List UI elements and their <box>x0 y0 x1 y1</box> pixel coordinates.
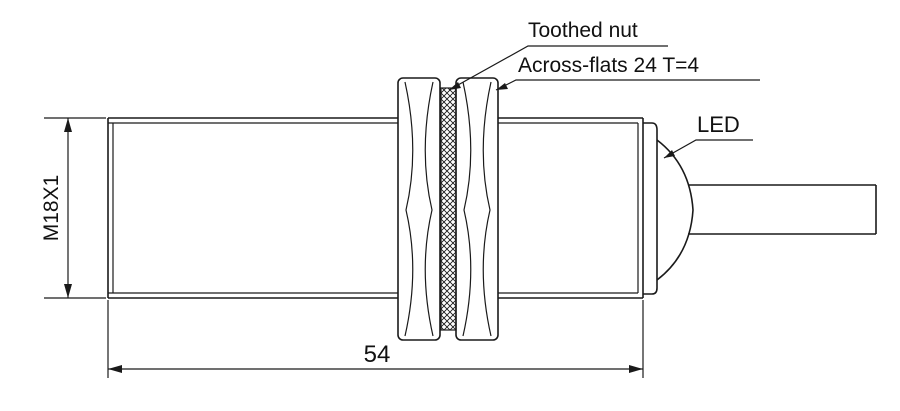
thread-dimension <box>44 117 106 299</box>
toothed-nut-label: Toothed nut <box>528 19 638 42</box>
sensor-body <box>107 117 658 299</box>
led-label: LED <box>697 112 740 137</box>
toothed-nut <box>440 87 457 331</box>
right-nut <box>455 77 499 341</box>
cable <box>688 184 877 235</box>
across-flats-label: Across-flats 24 T=4 <box>518 54 699 77</box>
led-leader <box>663 139 753 159</box>
length-dimension <box>107 300 644 378</box>
left-nut <box>397 77 441 341</box>
across-flats-leader <box>495 79 760 91</box>
thread-spec-label: M18X1 <box>40 175 63 242</box>
led-dome <box>656 139 694 281</box>
length-label: 54 <box>364 341 391 368</box>
toothed-nut-leader <box>448 45 668 91</box>
